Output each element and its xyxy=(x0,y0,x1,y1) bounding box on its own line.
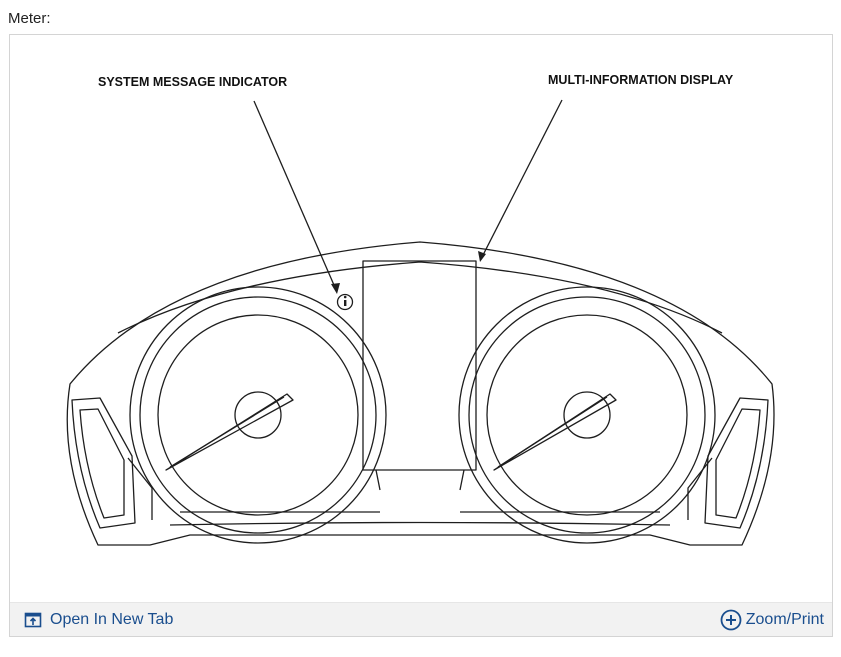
info-icon xyxy=(336,293,354,311)
figure-frame xyxy=(9,34,833,637)
open-in-new-tab-label: Open In New Tab xyxy=(50,611,174,628)
figure-toolbar: Open In New Tab Zoom/Print xyxy=(10,602,832,636)
leader-line-multi-info xyxy=(480,99,563,260)
open-in-new-tab-button[interactable]: Open In New Tab xyxy=(24,603,173,637)
callout-system-message-indicator: SYSTEM MESSAGE INDICATOR xyxy=(98,75,287,89)
leader-arrowhead xyxy=(331,283,340,294)
page-heading: Meter: xyxy=(8,10,51,27)
right-gauge xyxy=(458,286,716,544)
open-new-tab-icon xyxy=(24,612,42,628)
callout-multi-information-display: MULTI-INFORMATION DISPLAY xyxy=(548,73,734,87)
right-gauge-needle xyxy=(493,393,617,471)
zoom-print-label: Zoom/Print xyxy=(745,611,824,628)
leader-arrowhead xyxy=(478,251,486,262)
cluster-outline xyxy=(66,99,775,546)
multi-information-display xyxy=(362,260,477,471)
leader-line-system-message xyxy=(253,100,338,293)
left-gauge xyxy=(129,286,387,544)
zoom-print-button[interactable]: Zoom/Print xyxy=(720,603,824,637)
zoom-plus-icon xyxy=(720,609,742,631)
